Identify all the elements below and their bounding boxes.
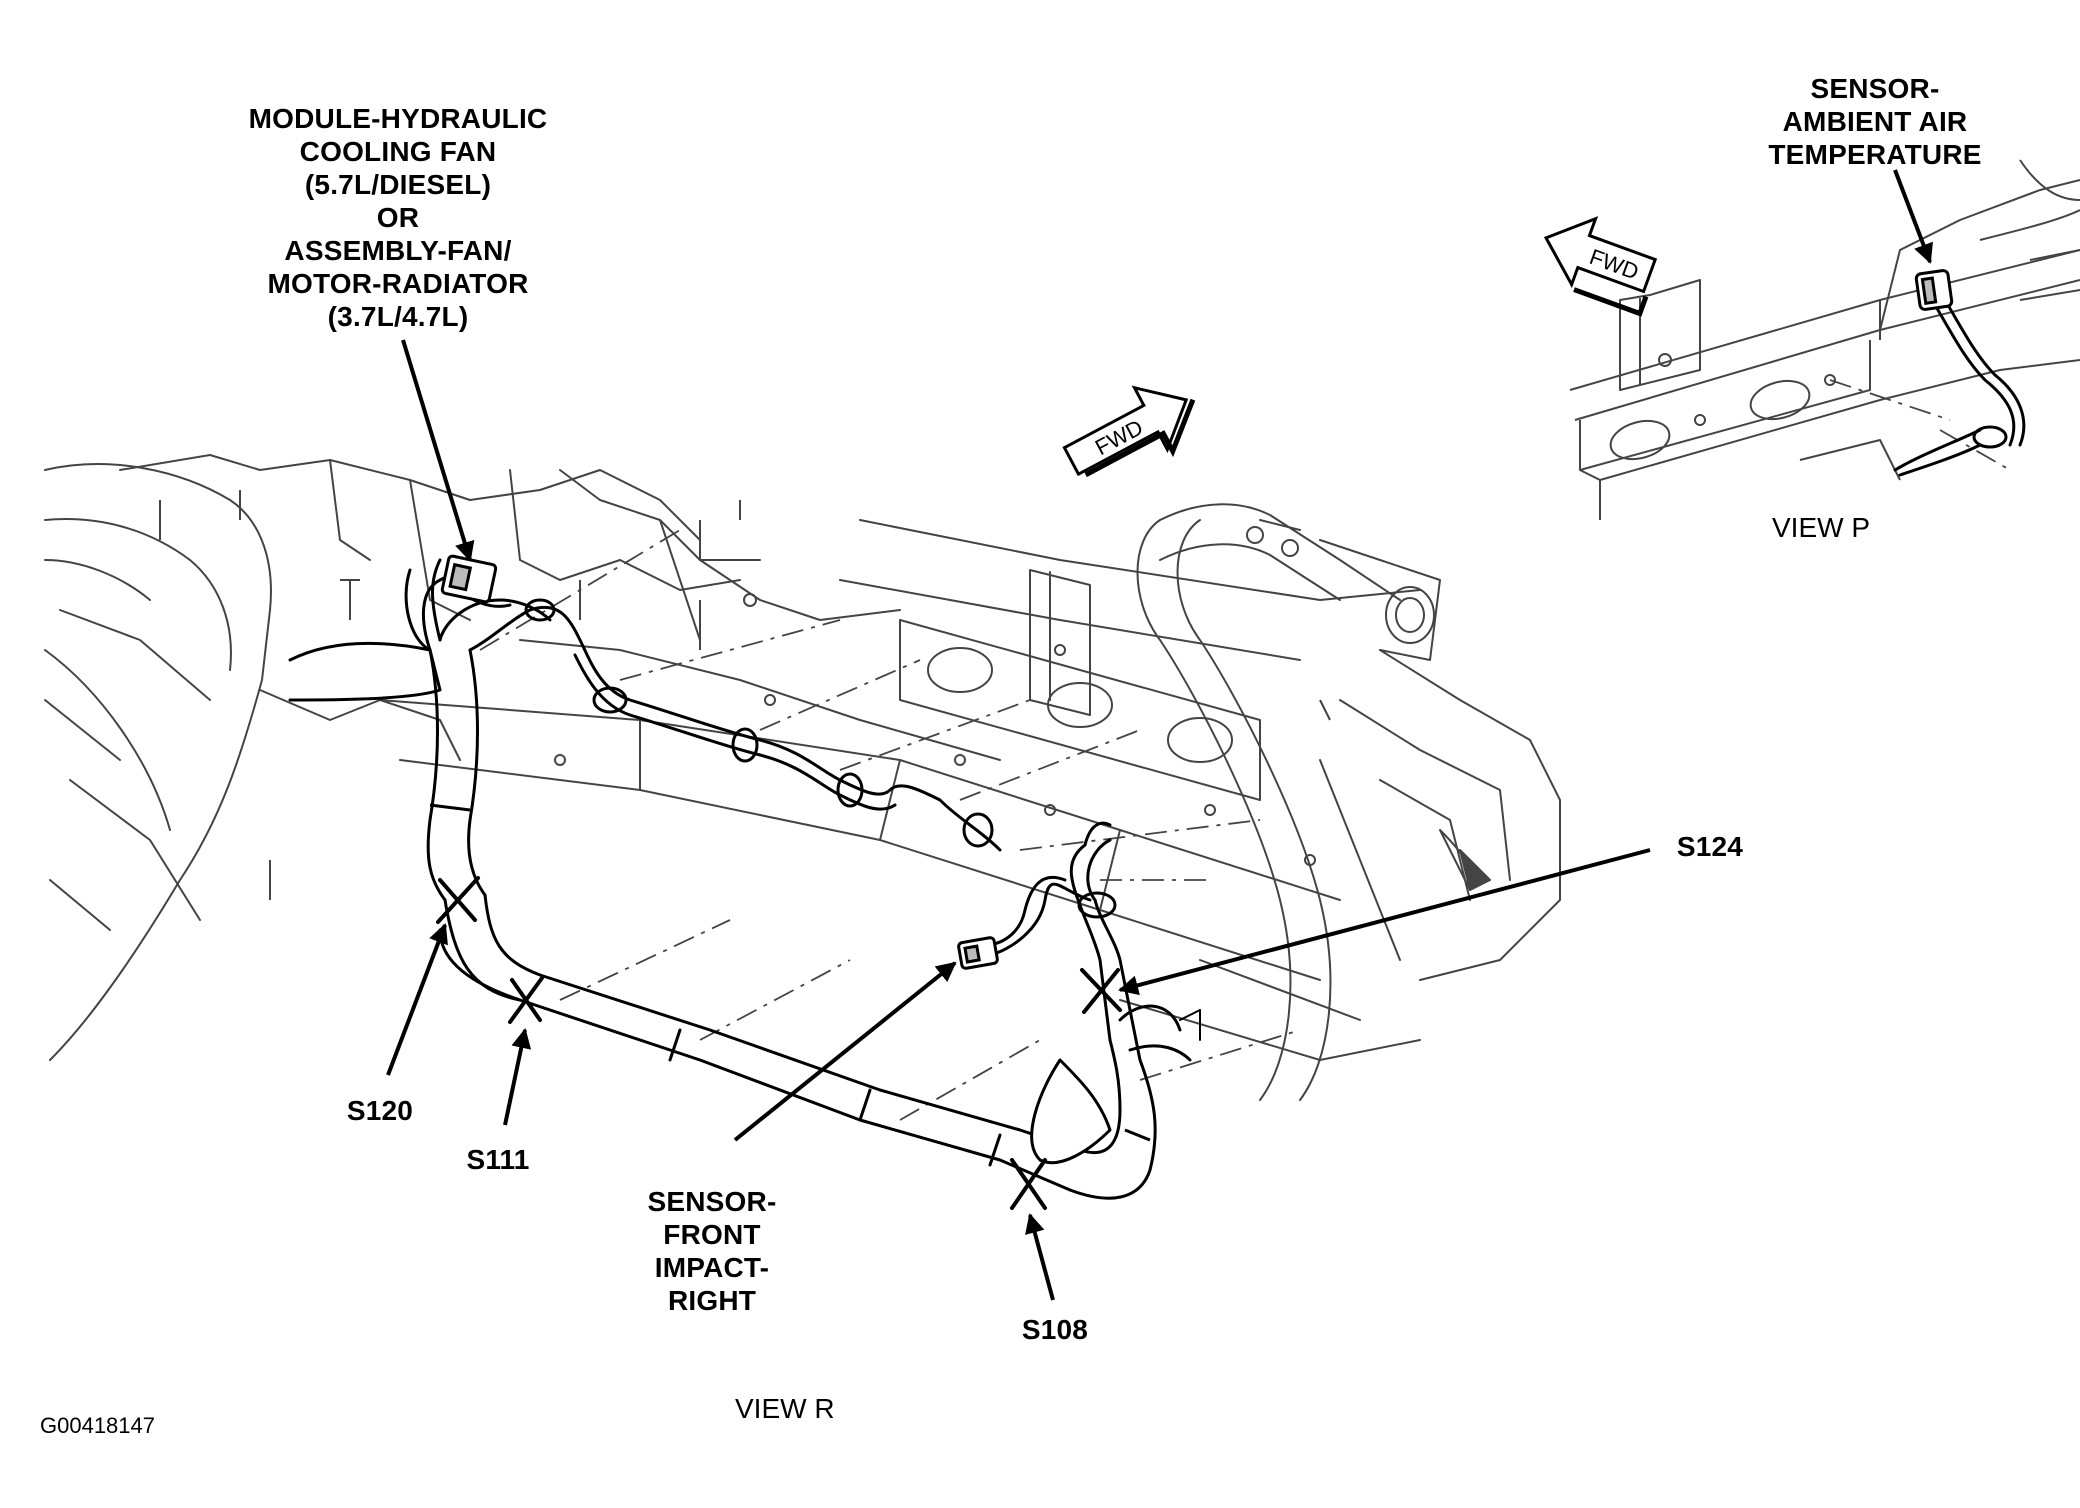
figure-id: G00418147: [40, 1413, 155, 1438]
ambient-air-temp-label: SENSOR- AMBIENT AIR TEMPERATURE: [1755, 72, 1995, 171]
ambient-line-3: TEMPERATURE: [1768, 139, 1982, 170]
splice-s124-label: S124: [1676, 831, 1744, 862]
module-line-7: (3.7L/4.7L): [327, 301, 469, 332]
module-line-4: OR: [376, 202, 420, 233]
impact-line-1: SENSOR-: [647, 1186, 777, 1217]
splice-s108: [1010, 1158, 1047, 1210]
callout-impact: [733, 961, 957, 1142]
module-line-5: ASSEMBLY-FAN/: [284, 235, 512, 266]
wire-harness: [288, 558, 1201, 1200]
splice-s120-label: S120: [346, 1095, 414, 1126]
fasteners: [159, 490, 1331, 900]
module-line-1: MODULE-HYDRAULIC: [248, 103, 548, 134]
view-p-caption: VIEW P: [1772, 512, 1871, 543]
splice-s111: [508, 976, 544, 1024]
impact-line-2: FRONT: [663, 1219, 761, 1250]
view-p-drawing: [1569, 159, 2080, 520]
view-p-alignment: [1829, 379, 2011, 471]
callout-module: [401, 339, 475, 562]
callout-s120: [386, 923, 448, 1076]
callout-s108: [1025, 1213, 1055, 1301]
splice-s120: [436, 876, 480, 924]
impact-line-4: RIGHT: [667, 1285, 757, 1316]
splice-markers: [436, 876, 1122, 1210]
fan-module-connector: [440, 554, 498, 604]
ambient-sensor-wire: [1893, 298, 2026, 477]
module-hydraulic-label: MODULE-HYDRAULIC COOLING FAN (5.7L/DIESE…: [238, 102, 558, 333]
callout-s111: [503, 1028, 532, 1126]
view-r-caption: VIEW R: [735, 1393, 835, 1424]
ambient-line-1: SENSOR-: [1810, 73, 1940, 104]
alignment-lines: [479, 529, 1301, 1121]
module-line-2: COOLING FAN: [299, 136, 497, 167]
front-impact-sensor-label: SENSOR- FRONT IMPACT- RIGHT: [612, 1185, 812, 1317]
module-line-3: (5.7L/DIESEL): [304, 169, 492, 200]
module-line-6: MOTOR-RADIATOR: [267, 268, 529, 299]
fwd-arrow-view-p: FWD: [1543, 216, 1658, 317]
callout-s124: [1118, 848, 1651, 996]
callout-lines: [386, 339, 1651, 1301]
impact-sensor-connector: [957, 936, 999, 970]
ambient-line-2: AMBIENT AIR: [1782, 106, 1968, 137]
connectors: [440, 554, 999, 970]
impact-line-3: IMPACT-: [654, 1252, 770, 1283]
harness-clips: [429, 598, 1151, 1142]
splice-s108-label: S108: [1021, 1314, 1089, 1345]
splice-s111-label: S111: [466, 1144, 530, 1175]
fwd-arrow-view-r: FWD: [1062, 385, 1196, 478]
ambient-sensor: [1914, 269, 1954, 311]
splice-s124: [1080, 968, 1122, 1014]
callout-ambient: [1893, 169, 1933, 264]
vehicle-body-outline: [44, 454, 1561, 1101]
